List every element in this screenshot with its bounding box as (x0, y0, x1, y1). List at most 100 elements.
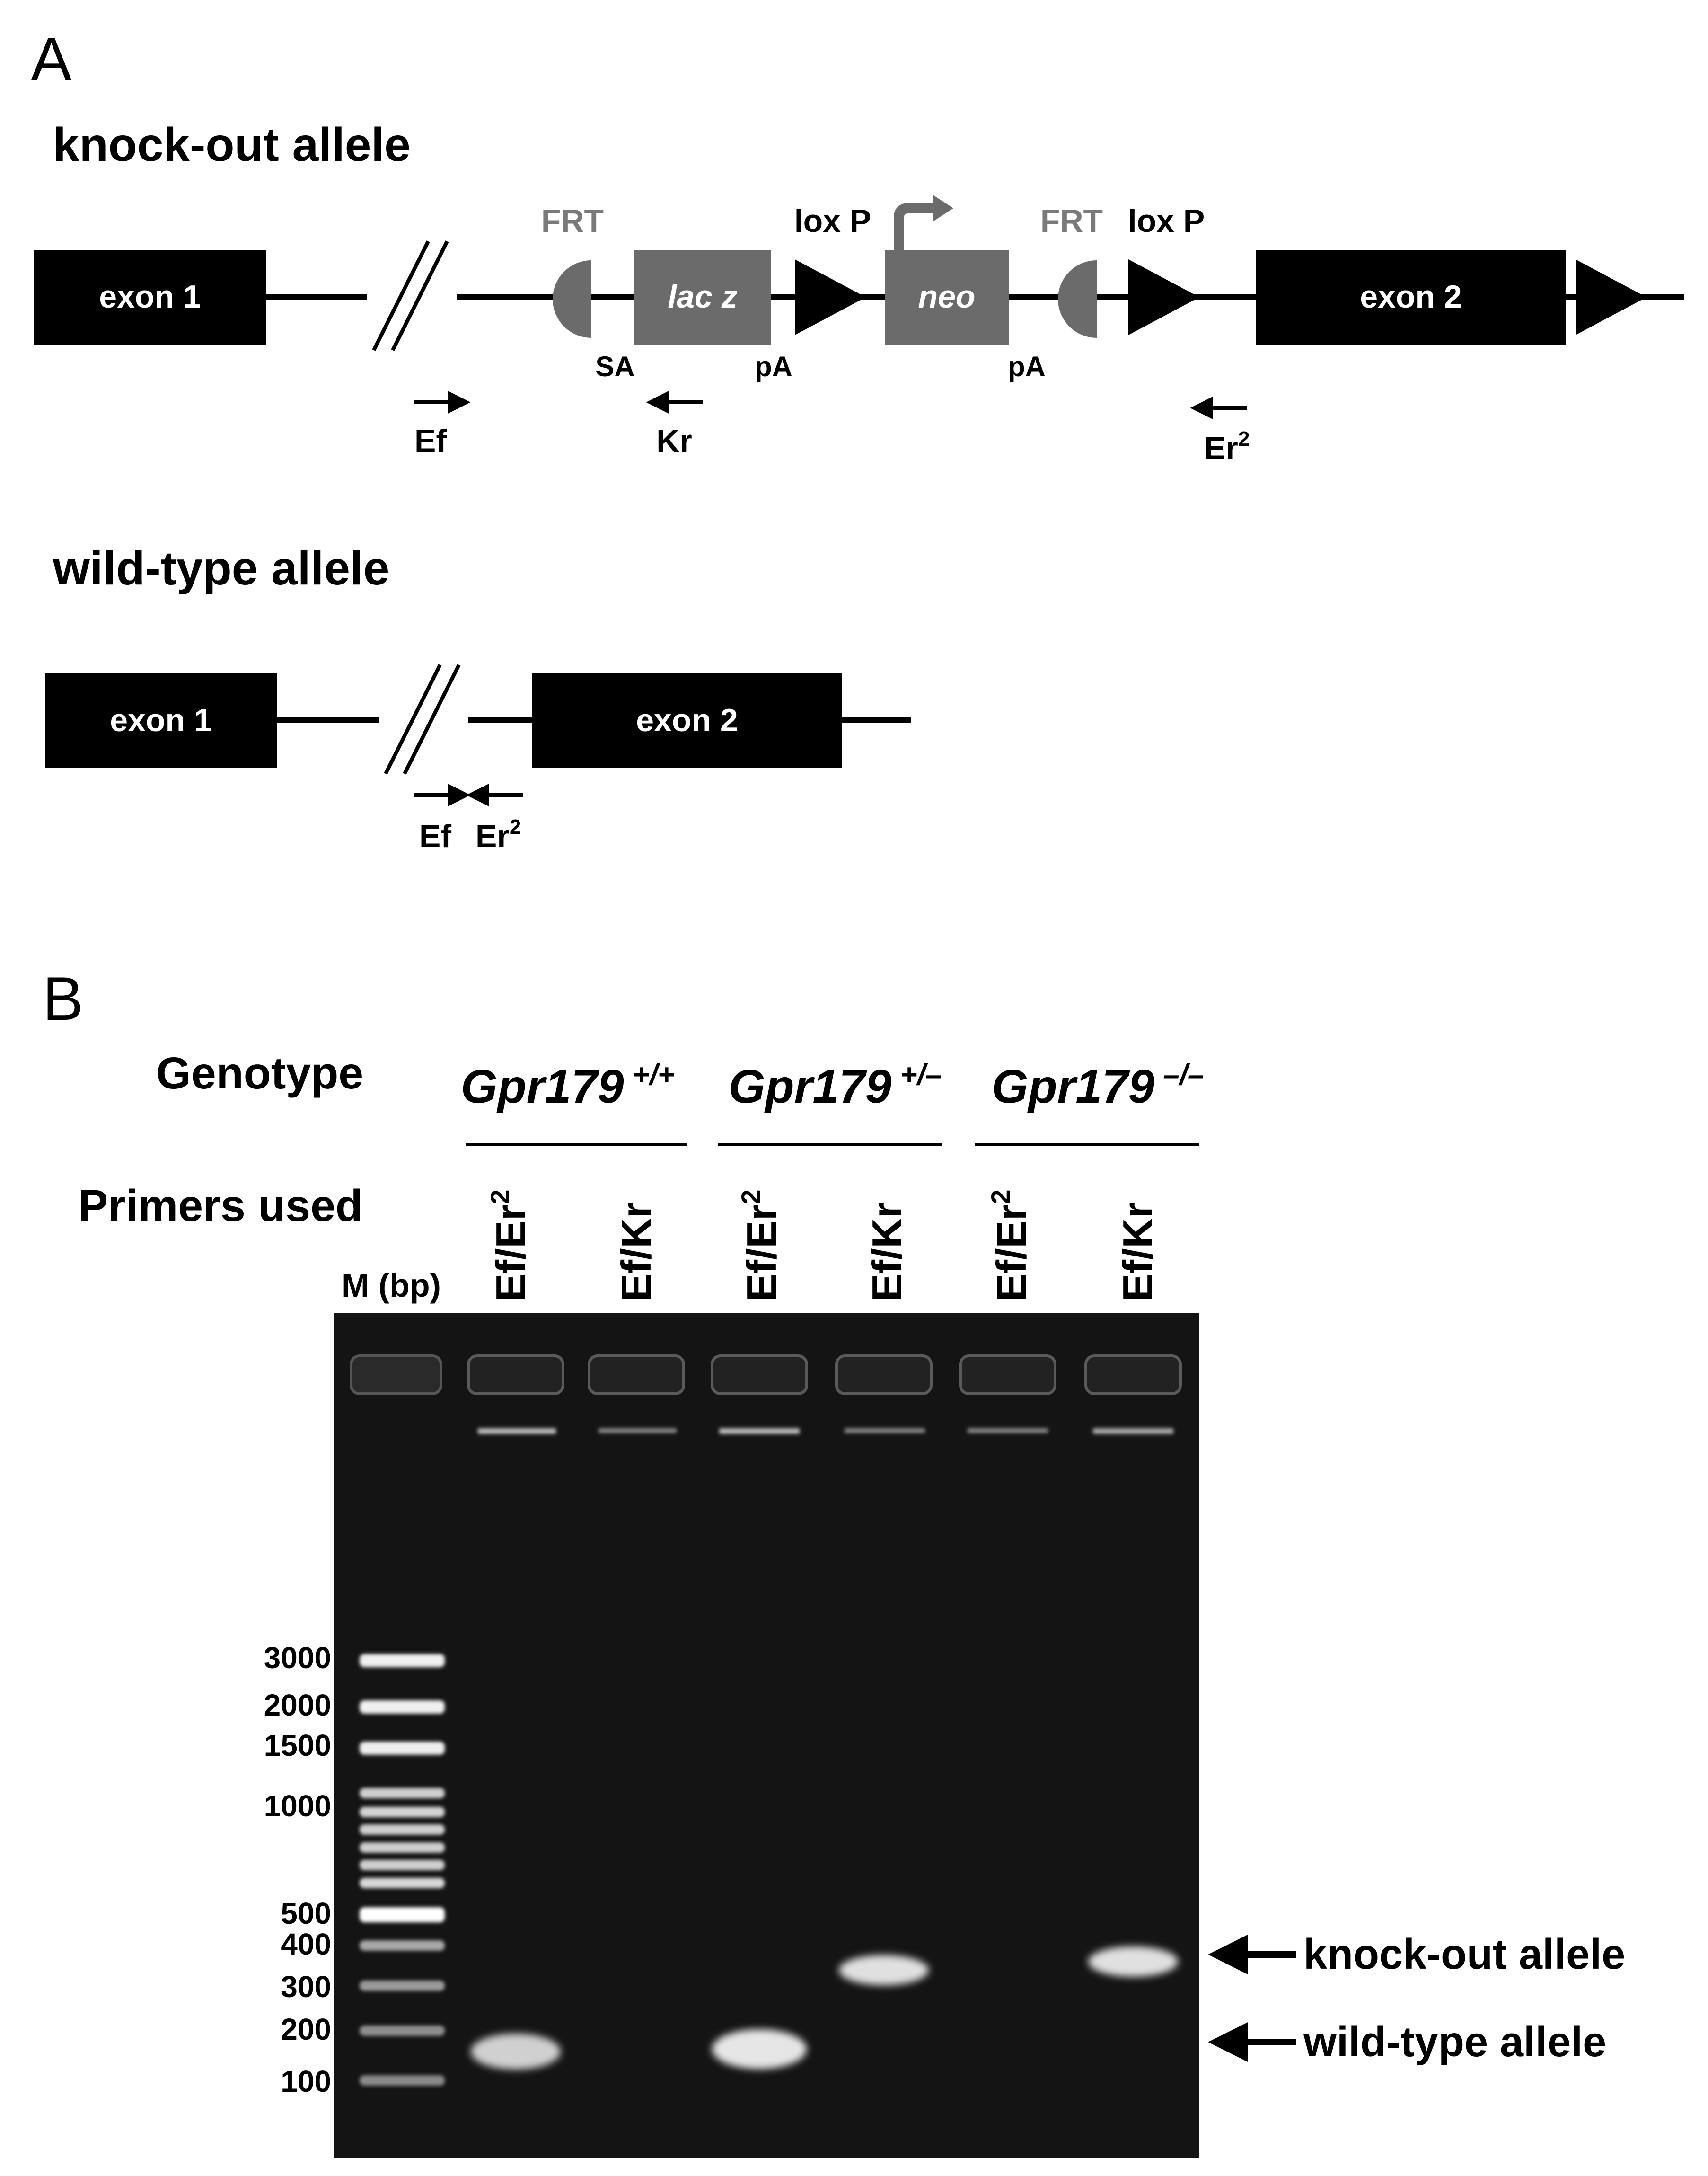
wt-exon1-box (45, 673, 277, 768)
loxp-right-triangle (1128, 259, 1199, 335)
wildtype-title: wild-type allele (53, 542, 389, 595)
lane-4-primer-text: Ef/Kr (863, 1202, 910, 1301)
loxp-left-label: lox P (794, 203, 872, 239)
ladder-label-1500: 1500 (264, 1728, 331, 1762)
ladder-band-900 (360, 1824, 445, 1835)
neo-promoter-arrowhead (933, 195, 953, 221)
band-lane-1-wildtype (471, 2034, 561, 2070)
genotype-2-label: Gpr179+/– (729, 1059, 942, 1113)
ko-exon2-label: exon 2 (1360, 279, 1461, 315)
ladder-band-600 (360, 1878, 445, 1888)
ko-break-mark (367, 240, 457, 351)
ko-er2-sup: 2 (1238, 427, 1250, 451)
frt-left-shape (553, 260, 591, 338)
wildtype-allele-map: exon 1 exon 2 Ef Er2 (45, 664, 911, 854)
wt-er2-sup: 2 (510, 815, 521, 839)
ladder-bands (360, 1654, 445, 2086)
well-lane-5 (959, 1354, 1056, 1395)
genotype-2-gene: Gpr179 (729, 1060, 892, 1113)
well-lane-3 (711, 1354, 808, 1395)
ladder-band-300 (360, 1981, 445, 1991)
knockout-allele-map: exon 1 FRT SA lac z pA lox P neo pA FRT … (34, 195, 1684, 466)
ladder-label-500: 500 (281, 1896, 331, 1930)
lane-3-primer: Ef/Er2 (736, 1189, 785, 1301)
ladder-band-2000 (360, 1700, 445, 1714)
genotype-header-1: Gpr179+/+ (461, 1059, 687, 1146)
wt-exon2-label: exon 2 (636, 702, 738, 738)
well-lane-1 (467, 1354, 564, 1395)
neo-label: neo (918, 279, 976, 315)
well-lane-4 (835, 1354, 933, 1395)
ko-exon2-box (1256, 250, 1566, 345)
genotype-3-sup: –/– (1163, 1059, 1204, 1091)
band-annotations: knock-out allele wild-type allele (1208, 1931, 1625, 2066)
wt-break-mark (379, 664, 468, 775)
loxp-left-triangle (795, 259, 866, 335)
genotype-label: Genotype (156, 1048, 363, 1098)
ladder-band-100 (360, 2075, 445, 2086)
wt-exon2-box (532, 673, 842, 768)
ko-er2-label: Er2 (1204, 427, 1250, 466)
well-lane-6 (1084, 1354, 1182, 1395)
wt-er2-text: Er (475, 818, 510, 854)
sample-bands (471, 1946, 1178, 2070)
lane-3-primer-sup: 2 (736, 1189, 766, 1204)
lane-4-primer: Ef/Kr (863, 1202, 910, 1301)
ladder-label-2000: 2000 (264, 1688, 331, 1722)
ko-exon1-label: exon 1 (99, 279, 201, 315)
genotype-header-2: Gpr179+/– (718, 1059, 942, 1146)
ladder-label-200: 200 (281, 2012, 331, 2046)
lane-5-primer: Ef/Er2 (986, 1189, 1035, 1301)
ko-er2-text: Er (1204, 430, 1238, 466)
genotype-3-gene: Gpr179 (992, 1060, 1155, 1113)
genotype-2-sup: +/– (900, 1059, 942, 1091)
loxp-right-label: lox P (1128, 203, 1205, 239)
gel-background (334, 1313, 1199, 2158)
ladder-label-100: 100 (281, 2064, 331, 2098)
genotype-1-label: Gpr179+/+ (461, 1059, 675, 1113)
ladder-band-400 (360, 1940, 445, 1951)
wt-ef-label: Ef (419, 818, 451, 854)
ko-kr-label: Kr (656, 423, 692, 459)
wildtype-annotation-label: wild-type allele (1303, 2018, 1606, 2066)
lane-5-primer-sup: 2 (986, 1189, 1015, 1204)
pa-left-label: pA (755, 351, 792, 382)
ladder-band-800 (360, 1842, 445, 1853)
lane-6-primer-text: Ef/Kr (1114, 1202, 1161, 1301)
ladder-band-1500 (360, 1742, 445, 1755)
frt-left-label: FRT (541, 203, 604, 239)
panel-a-label: A (31, 25, 72, 94)
ladder-size-labels: 3000 2000 1500 1000 500 400 300 200 100 (264, 1641, 331, 2098)
frt-right-shape (1058, 260, 1097, 338)
band-lane-3-wildtype (712, 2029, 807, 2069)
lane-primer-labels: Ef/Er2 Ef/Kr Ef/Er2 Ef/Kr Ef/Er2 Ef/Kr (485, 1189, 1161, 1301)
ladder-label-300: 300 (281, 1970, 331, 2004)
ladder-label-1000: 1000 (264, 1789, 331, 1823)
sa-label: SA (595, 351, 634, 382)
ladder-band-200 (360, 2026, 445, 2036)
lane-5-primer-text: Ef/Er (988, 1204, 1035, 1301)
marker-label: M (bp) (342, 1267, 441, 1304)
ladder-band-3000 (360, 1654, 445, 1667)
lane-1-primer-text: Ef/Er (487, 1204, 534, 1301)
genotype-header-3: Gpr179–/– (975, 1059, 1204, 1146)
ladder-band-700 (360, 1860, 445, 1870)
band-lane-4-knockout (839, 1955, 929, 1985)
ladder-label-3000: 3000 (264, 1641, 331, 1675)
well-ladder (350, 1354, 442, 1395)
lane-1-primer-sup: 2 (485, 1189, 515, 1204)
lane-2-primer: Ef/Kr (613, 1202, 660, 1301)
lane-6-primer: Ef/Kr (1114, 1202, 1161, 1301)
gel-image (334, 1313, 1199, 2158)
neo-promoter-arrow (894, 203, 934, 250)
genotype-1-sup: +/+ (633, 1059, 675, 1091)
ko-ef-label: Ef (414, 423, 447, 459)
wt-er2-label: Er2 (475, 815, 521, 854)
lane-2-primer-text: Ef/Kr (613, 1202, 660, 1301)
neo-box (885, 250, 1009, 345)
panel-b-label: B (43, 964, 84, 1033)
genotype-3-label: Gpr179–/– (992, 1059, 1204, 1113)
ladder-band-500 (360, 1907, 445, 1922)
band-lane-6-knockout (1088, 1946, 1178, 1977)
